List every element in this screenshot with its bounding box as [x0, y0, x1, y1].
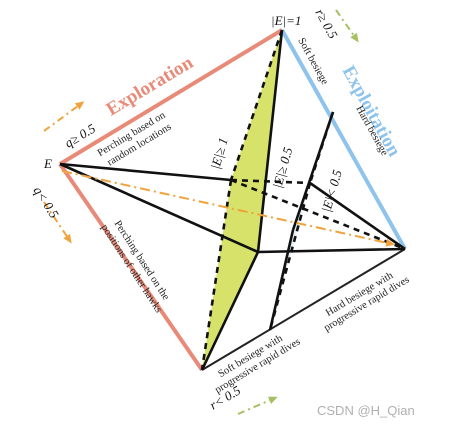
r-lt-arrow: [237, 396, 278, 415]
e-eq1-label: |E|=1: [271, 13, 301, 28]
r-ge-arrow: [335, 9, 359, 43]
q-lt-arrow: [43, 201, 72, 244]
perching-hawks-label: Perching based on the positions of other…: [99, 215, 175, 314]
exploitation-edge-bottom: [201, 248, 406, 371]
guide-line: [61, 170, 395, 247]
dashed-lines: [200, 29, 406, 371]
q-lt-label: q< 0.5: [30, 183, 62, 221]
e-ge1-label: |E|≥ 1: [207, 136, 230, 171]
watermark: CSDN @H_Qian: [317, 403, 415, 418]
e-vertex-label: E: [43, 156, 52, 171]
q-ge-arrow: [43, 101, 85, 132]
exploration-edge-top: [58, 28, 284, 166]
exploitation-edge-top: [280, 29, 407, 250]
solid-lines: [59, 29, 406, 371]
exploration-edge-bottom: [58, 162, 204, 372]
soft-besiege-dives-label: Soft besiege with progressive rapid dive…: [207, 326, 302, 396]
yellow-face: [202, 30, 282, 370]
